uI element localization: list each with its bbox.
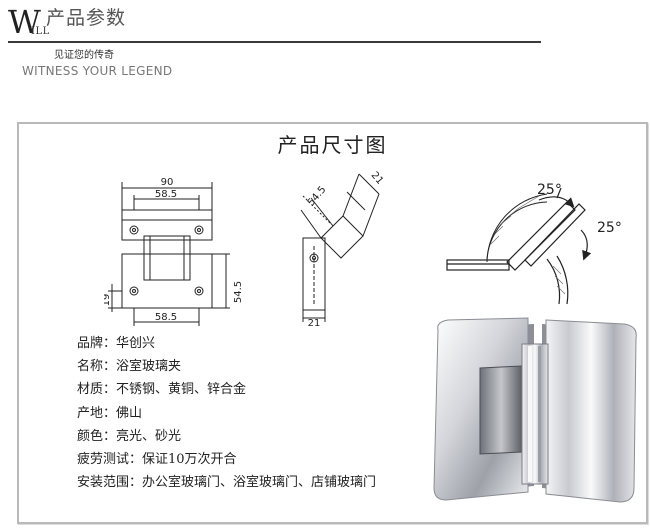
spec-row-brand: 品牌：华创兴 <box>77 336 156 351</box>
spec-row-installation: 安装范围：办公室玻璃门、浴室玻璃门、店铺玻璃门 <box>77 475 377 491</box>
dim-inner-width-bottom: 58.5 <box>155 312 177 323</box>
angle-label-right: 25° <box>597 220 622 236</box>
header-divider <box>8 41 541 43</box>
angle-label-top: 25° <box>537 182 562 198</box>
dim-side-width-bottom: 21 <box>308 318 321 326</box>
spec-row-origin: 产地：佛山 <box>77 405 143 421</box>
logo-suffix: ILL <box>31 26 50 37</box>
dim-side-width-top: 21 <box>369 170 386 187</box>
dim-side-height: 54.5 <box>306 184 329 208</box>
spec-list: 品牌：华创兴 名称：浴室玻璃夹 材质：不锈钢、黄铜、锌合金 产地：佛山 颜色：亮… <box>77 332 376 494</box>
page-title: 产品参数 <box>46 7 127 29</box>
panel-title: 产品尺寸图 <box>277 133 388 157</box>
product-dimension-panel: 产品尺寸图 <box>17 122 648 524</box>
dim-overall-width: 90 <box>161 177 174 188</box>
front-view-drawing: 90 58.5 58.5 54.5 19 <box>104 177 244 326</box>
angle-view-drawing: 25° 25° <box>446 182 622 305</box>
spec-row-name: 名称：浴室玻璃夹 <box>77 359 182 375</box>
spec-row-material: 材质：不锈钢、黄铜、锌合金 <box>77 382 247 398</box>
glass-hinge-product-image <box>433 317 637 503</box>
subtitle-english: WITNESS YOUR LEGEND <box>22 64 173 78</box>
side-view-drawing: 54.5 21 21 <box>300 170 386 326</box>
subtitle-chinese: 见证您的传奇 <box>54 50 114 61</box>
dim-height: 54.5 <box>233 281 244 303</box>
spec-row-color: 颜色：亮光、砂光 <box>77 428 182 444</box>
logo-letter: W <box>8 3 41 41</box>
dim-offset: 19 <box>104 294 112 307</box>
dim-inner-width-top: 58.5 <box>155 189 177 200</box>
spec-row-fatigue-test: 疲劳测试：保证10万次开合 <box>77 452 237 468</box>
